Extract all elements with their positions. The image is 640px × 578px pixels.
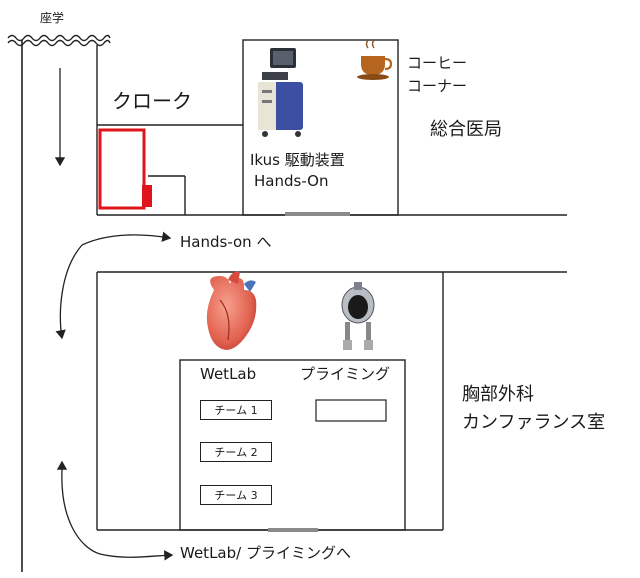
team1-station: チーム 1 xyxy=(200,400,272,420)
cloak-counter xyxy=(98,128,146,210)
conference-label-line2: カンファランス室 xyxy=(462,412,606,433)
handson-direction-label: Hands-on へ xyxy=(180,233,272,251)
priming-label: プライミング xyxy=(300,365,391,383)
coffee-cup-icon xyxy=(357,39,393,80)
team3-station: チーム 3 xyxy=(200,485,272,505)
machine-label-line2: Hands-On xyxy=(254,172,329,190)
machine-label-line1: Ikus 駆動装置 xyxy=(250,151,345,169)
priming-station xyxy=(315,399,387,422)
conference-label-line1: 胸部外科 xyxy=(462,384,534,405)
wave-icon xyxy=(7,34,111,47)
wetlab-label: WetLab xyxy=(200,365,257,383)
route-arrow-handson xyxy=(55,244,83,340)
seat-label: 座学 xyxy=(40,11,65,25)
coffee-label-line1: コーヒー xyxy=(407,54,468,72)
heart-icon xyxy=(206,271,257,350)
ikus-console-icon xyxy=(258,48,303,137)
cloak-label: クローク xyxy=(112,89,192,113)
team2-station: チーム 2 xyxy=(200,442,272,462)
medical-office-label: 総合医局 xyxy=(430,119,502,140)
pump-icon xyxy=(341,282,375,350)
wetlab-direction-label: WetLab/ プライミングへ xyxy=(180,544,351,562)
coffee-label-line2: コーナー xyxy=(407,77,468,95)
route-arrow-wetlab xyxy=(61,469,174,561)
